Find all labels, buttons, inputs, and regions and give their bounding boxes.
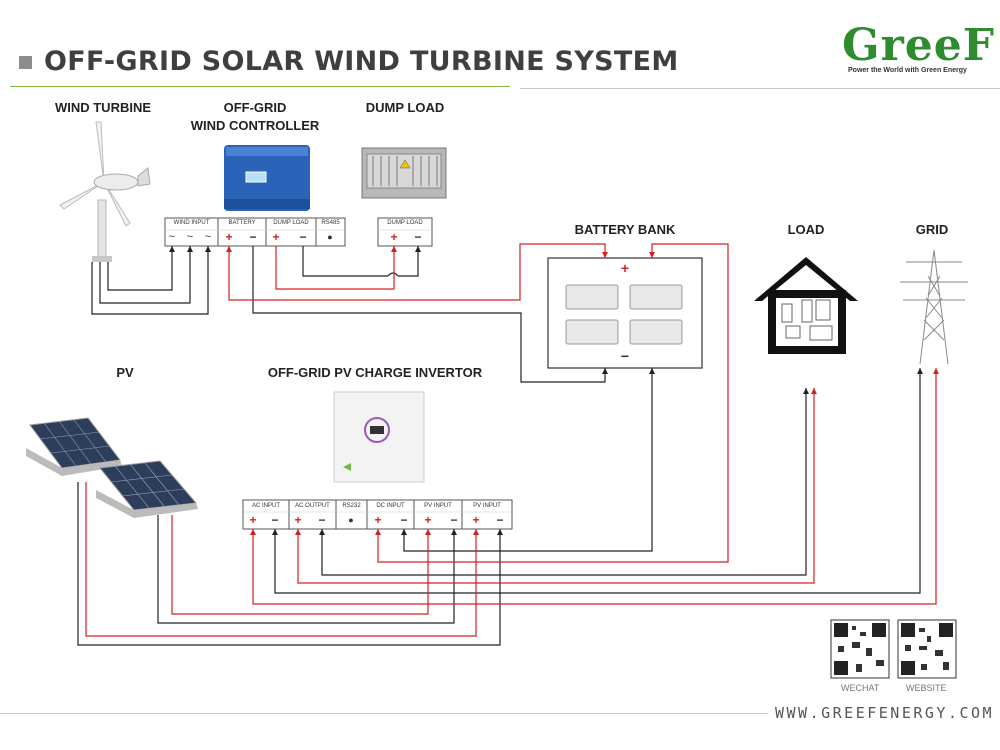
negative-wires bbox=[77, 246, 921, 646]
ac-symbol-1: ~ bbox=[168, 231, 176, 243]
terminal-ac-input: AC INPUT bbox=[251, 503, 280, 509]
terminal-rs232: RS232 bbox=[342, 503, 361, 509]
house-load-icon bbox=[754, 257, 858, 354]
arrow-heads-red bbox=[226, 246, 939, 535]
inv-ac-out-plus: + bbox=[294, 513, 302, 527]
battery-minus: − bbox=[620, 348, 630, 364]
inv-pv2-minus: − bbox=[496, 513, 504, 527]
inv-pv1-minus: − bbox=[450, 513, 458, 527]
dump-load-label: DUMP LOAD bbox=[365, 100, 445, 115]
inv-rs232-dot: ● bbox=[348, 515, 354, 525]
inv-pv2-plus: + bbox=[472, 513, 480, 527]
wind-turbine-icon bbox=[59, 121, 151, 262]
arrow-heads-dark bbox=[169, 246, 923, 535]
pv-label: PV bbox=[116, 365, 134, 380]
footer-divider bbox=[0, 713, 768, 714]
wind-controller-label-1: OFF-GRID bbox=[223, 100, 287, 115]
inv-ac-out-minus: − bbox=[318, 513, 326, 527]
terminal-dump-load: DUMP LOAD bbox=[273, 220, 309, 226]
inv-ac-in-plus: + bbox=[249, 513, 257, 527]
terminal-battery: BATTERY bbox=[228, 220, 256, 226]
wechat-qr-icon bbox=[830, 619, 890, 679]
inv-dc-minus: − bbox=[400, 513, 408, 527]
dump-load-icon bbox=[361, 147, 447, 199]
terminal-ac-output: AC OUTPUT bbox=[295, 503, 330, 509]
terminal-dc-input: DC INPUT bbox=[376, 503, 405, 509]
website-qr-label: WEBSITE bbox=[906, 683, 947, 693]
wechat-label: WECHAT bbox=[841, 683, 880, 693]
grid-tower-icon bbox=[900, 249, 968, 365]
wind-controller-icon bbox=[224, 145, 310, 211]
title-square-icon bbox=[19, 56, 32, 69]
terminal-wind-input: WIND INPUT bbox=[173, 220, 210, 226]
terminal-pv-input-2: PV INPUT bbox=[473, 503, 501, 509]
grid-label: GRID bbox=[915, 222, 949, 237]
wind-turbine-label: WIND TURBINE bbox=[54, 100, 152, 115]
battery-bank-box bbox=[547, 257, 703, 369]
controller-battery-minus: − bbox=[249, 230, 257, 244]
title-underline bbox=[10, 86, 510, 87]
controller-battery-plus: + bbox=[225, 230, 233, 244]
dump-terminal-minus: − bbox=[414, 230, 422, 244]
brand-logo: GreeF bbox=[842, 20, 995, 71]
terminal-pv-input-1: PV INPUT bbox=[424, 503, 452, 509]
brand-tagline: Power the World with Green Energy bbox=[848, 67, 967, 74]
battery-plus: + bbox=[620, 260, 630, 276]
controller-dump-minus: − bbox=[299, 230, 307, 244]
dump-load-terminal-label: DUMP LOAD bbox=[387, 220, 423, 226]
pv-panels-icon bbox=[26, 417, 198, 518]
inv-pv1-plus: + bbox=[424, 513, 432, 527]
page-title: OFF-GRID SOLAR WIND TURBINE SYSTEM bbox=[44, 46, 679, 77]
controller-terminal-block bbox=[164, 217, 346, 247]
battery-bank-label: BATTERY BANK bbox=[574, 222, 676, 237]
ac-symbol-2: ~ bbox=[186, 231, 194, 243]
dump-terminal-plus: + bbox=[390, 230, 398, 244]
footer-website[interactable]: WWW.GREEFENERGY.COM bbox=[775, 704, 995, 722]
ac-symbol-3: ~ bbox=[204, 231, 212, 243]
controller-rs485-dot: ● bbox=[327, 232, 333, 242]
inverter-icon bbox=[333, 391, 425, 483]
positive-wires bbox=[85, 243, 937, 637]
inv-dc-plus: + bbox=[374, 513, 382, 527]
website-qr-icon bbox=[897, 619, 957, 679]
inverter-label: OFF-GRID PV CHARGE INVERTOR bbox=[267, 365, 483, 380]
wind-controller-label-2: WIND CONTROLLER bbox=[190, 118, 320, 133]
controller-dump-plus: + bbox=[272, 230, 280, 244]
inv-ac-in-minus: − bbox=[271, 513, 279, 527]
terminal-rs485: RS485 bbox=[321, 220, 340, 226]
load-label: LOAD bbox=[787, 222, 825, 237]
title-divider bbox=[520, 88, 1000, 89]
dump-load-terminal-block bbox=[377, 217, 433, 247]
